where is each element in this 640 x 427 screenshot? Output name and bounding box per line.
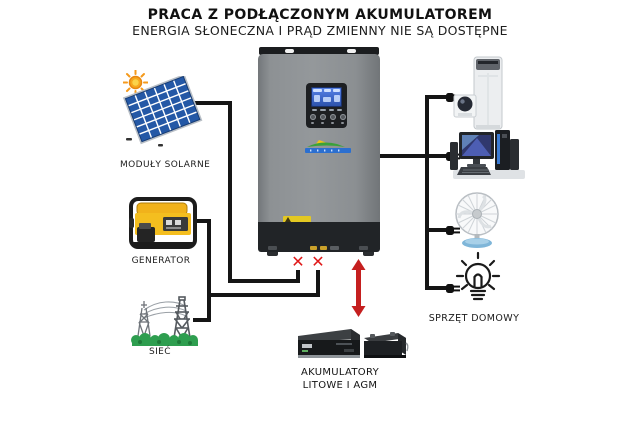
inverter-display-panel — [306, 83, 347, 128]
inverter-foot — [363, 252, 374, 256]
battery-label-line2: LITOWE I AGM — [302, 380, 378, 391]
wire-branch-fan — [425, 228, 447, 232]
grid-label: SIEĆ — [149, 347, 171, 357]
wire-solar-top — [180, 101, 232, 105]
fan-icon — [455, 192, 499, 248]
wire-loads-vertical — [425, 95, 429, 290]
page-subtitle: ENERGIA SŁONECZNA I PRĄD ZMIENNY NIE SĄ … — [132, 23, 508, 38]
inverter-lcd-screen — [311, 87, 342, 107]
inverter-mount-bracket — [259, 47, 379, 55]
plug-icon — [446, 226, 460, 235]
wire-grid-out — [193, 318, 211, 322]
wire-gen-grid-vertical — [207, 219, 211, 322]
inverter-button — [340, 114, 346, 120]
inverter-button — [310, 114, 316, 120]
power-grid-icon — [131, 296, 198, 346]
inverter-foot — [267, 252, 278, 256]
generator-label: GENERATOR — [131, 256, 191, 266]
rack-lithium-battery-icon — [298, 329, 360, 358]
wire-solar-down — [228, 101, 232, 283]
solar-label: MODUŁY SOLARNE — [120, 160, 211, 170]
battery-label: AKUMULATORY LITOWE I AGM — [294, 366, 386, 392]
inverter-terminal-band — [258, 222, 380, 252]
computer-icon — [450, 130, 525, 179]
loads-label: SPRZĘT DOMOWY — [428, 313, 520, 324]
wire-solar-stub — [296, 270, 300, 283]
inverter-button — [330, 114, 336, 120]
inverter-body — [258, 54, 380, 223]
wire-branch-ac-unit — [425, 95, 447, 99]
inverter-button — [320, 114, 326, 120]
wire-branch-bulb — [425, 286, 447, 290]
page-title: PRACA Z PODŁĄCZONYM AKUMULATOREM — [147, 7, 493, 23]
wire-generator-out — [196, 219, 211, 223]
blocked-ac-x-icon: ✕ — [311, 252, 325, 271]
sun-icon — [123, 70, 148, 95]
wire-solar-bottom — [228, 279, 300, 283]
wire-ac-branch — [207, 293, 320, 297]
wire-inverter-to-loads — [380, 154, 429, 158]
air-conditioner-icon — [453, 56, 503, 130]
agm-battery-icon — [364, 332, 409, 358]
battery-label-line1: AKUMULATORY — [301, 367, 379, 378]
warning-sticker — [283, 216, 311, 223]
battery-flow-arrow-icon — [351, 259, 366, 317]
plug-icon — [446, 284, 460, 293]
solar-panel-icon — [122, 76, 203, 147]
blocked-solar-x-icon: ✕ — [291, 252, 305, 271]
wire-ac-stub — [316, 270, 320, 297]
light-bulb-icon — [455, 251, 501, 301]
inverter-brand-logo — [305, 140, 351, 153]
wire-branch-computer — [425, 154, 447, 158]
generator-icon — [129, 197, 197, 249]
